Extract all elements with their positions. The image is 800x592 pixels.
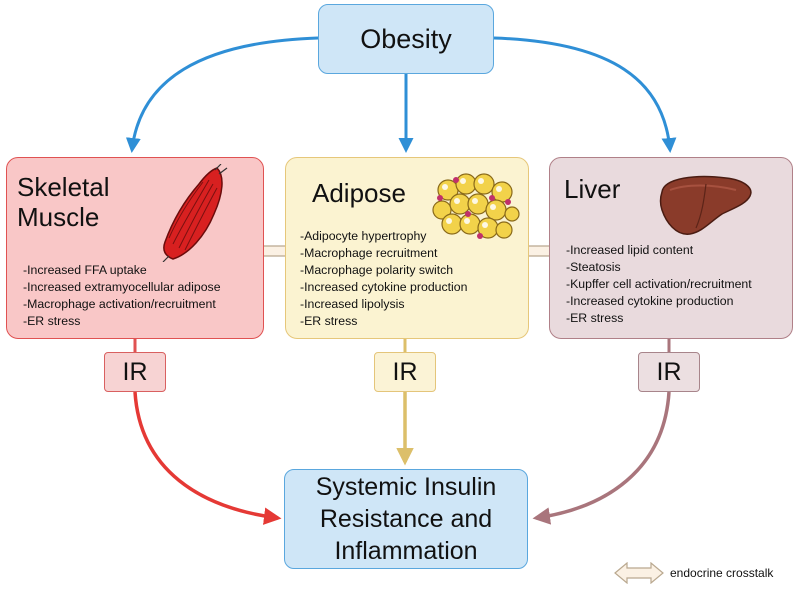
- adipose-box: Adipose -Adipocyte hypertrophy -Macropha…: [285, 157, 529, 339]
- adipose-title: Adipose: [312, 178, 406, 208]
- list-item: -Macrophage activation/recruitment: [23, 297, 216, 311]
- ir-node-liver: IR: [638, 352, 700, 392]
- obesity-label: Obesity: [360, 23, 452, 54]
- arrow-obesity-to-liver: [493, 36, 677, 153]
- skeletal-muscle-box: Skeletal Muscle -Increased FFA uptake -I…: [6, 157, 264, 339]
- outcome-line: Inflammation: [334, 537, 478, 565]
- list-item: -Increased lipid content: [566, 243, 694, 257]
- list-item: -Steatosis: [566, 260, 621, 274]
- list-item: -Macrophage polarity switch: [300, 263, 454, 277]
- arrow-ir-liver-to-systemic: [532, 391, 671, 525]
- skeletal-muscle-title-line2: Muscle: [17, 202, 100, 232]
- liver-icon: [659, 175, 752, 235]
- liver-bullets: -Increased lipid content -Steatosis -Kup…: [566, 242, 752, 327]
- muscle-icon: [162, 164, 228, 262]
- list-item: -Increased FFA uptake: [23, 263, 147, 277]
- double-arrow-icon: [614, 562, 664, 584]
- obesity-node: Obesity: [318, 4, 494, 74]
- skeletal-muscle-title-line1: Skeletal: [17, 172, 110, 202]
- outcome-line: Resistance and: [319, 505, 493, 533]
- list-item: -ER stress: [566, 311, 624, 325]
- skeletal-muscle-bullets: -Increased FFA uptake -Increased extramy…: [23, 262, 221, 330]
- ir-node-adipose: IR: [374, 352, 436, 392]
- skeletal-muscle-title: Skeletal Muscle: [17, 172, 110, 232]
- list-item: -ER stress: [300, 314, 358, 328]
- list-item: -Adipocyte hypertrophy: [300, 229, 427, 243]
- list-item: -Kupffer cell activation/recruitment: [566, 277, 752, 291]
- arrow-ir-muscle-to-systemic: [133, 391, 282, 525]
- liver-title: Liver: [564, 174, 621, 204]
- list-item: -Increased extramyocellular adipose: [23, 280, 221, 294]
- outcome-line: Systemic Insulin: [315, 473, 497, 501]
- liver-box: Liver -Increased lipid content -Steatosi…: [549, 157, 793, 339]
- ir-node-muscle: IR: [104, 352, 166, 392]
- adipocyte-cluster-icon: [432, 173, 520, 239]
- arrow-obesity-to-muscle: [125, 36, 319, 153]
- legend-label: endocrine crosstalk: [670, 566, 774, 580]
- list-item: -Increased cytokine production: [300, 280, 468, 294]
- systemic-outcome-node: Systemic Insulin Resistance and Inflamma…: [284, 469, 528, 569]
- list-item: -Increased cytokine production: [566, 294, 734, 308]
- adipose-bullets: -Adipocyte hypertrophy -Macrophage recru…: [300, 228, 467, 330]
- list-item: -Increased lipolysis: [300, 297, 405, 311]
- list-item: -Macrophage recruitment: [300, 246, 438, 260]
- legend: endocrine crosstalk: [614, 562, 773, 584]
- list-item: -ER stress: [23, 314, 81, 328]
